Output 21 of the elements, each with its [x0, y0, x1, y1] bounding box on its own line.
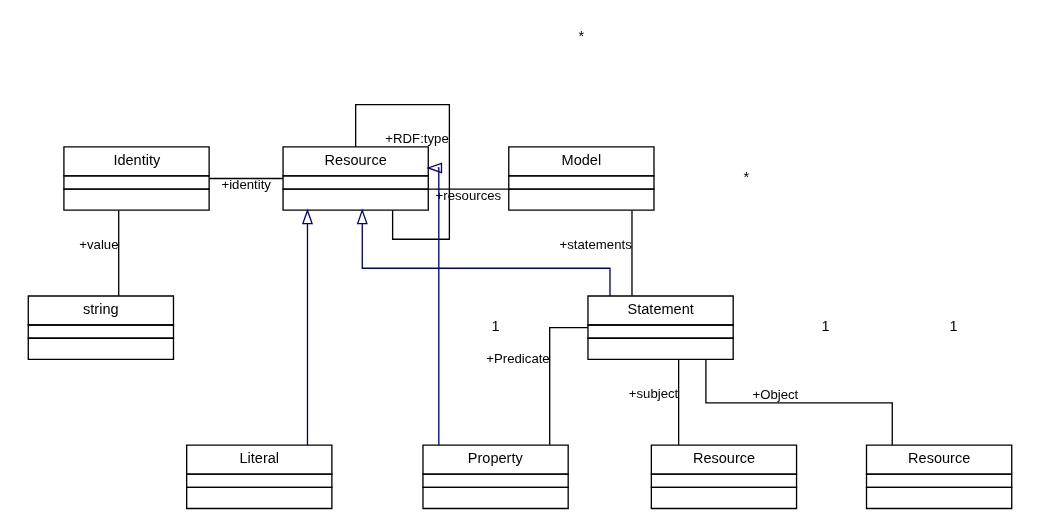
arrow — [356, 208, 611, 297]
edge-label: +value — [79, 237, 119, 253]
connector — [705, 358, 893, 446]
arrow — [426, 162, 443, 446]
edge-label: +identity — [221, 177, 271, 193]
label: * — [578, 27, 585, 44]
label: 1 — [949, 318, 958, 335]
edge-label: +Object — [752, 386, 799, 402]
label: 1 — [491, 318, 500, 335]
edge-label: +Predicate — [486, 351, 550, 367]
edge-label: +subject — [628, 386, 679, 402]
label: * — [743, 169, 750, 186]
arrow — [301, 208, 314, 446]
connector — [631, 209, 633, 297]
connector — [355, 103, 451, 240]
connector — [677, 359, 680, 446]
label: 1 — [821, 318, 830, 335]
connector — [549, 327, 589, 446]
edge-label: +RDF:type — [385, 130, 449, 146]
connector — [118, 209, 120, 297]
connector — [208, 177, 284, 180]
